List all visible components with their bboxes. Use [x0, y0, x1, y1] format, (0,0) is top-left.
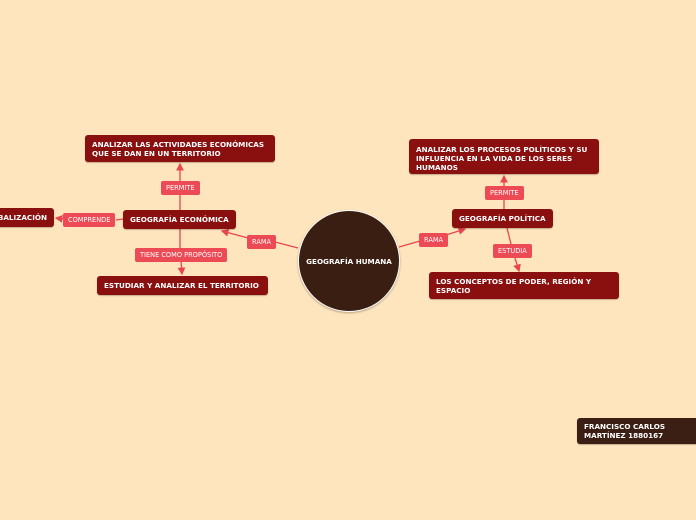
- connector-estudia[interactable]: ESTUDIA: [493, 244, 532, 258]
- node-analizar-actividades-economicas[interactable]: ANALIZAR LAS ACTIVIDADES ECONÓMICAS QUE …: [85, 135, 275, 162]
- node-geografia-economica[interactable]: GEOGRAFÍA ECONÓMICA: [123, 210, 236, 229]
- node-analizar-actividades-economicas-label: ANALIZAR LAS ACTIVIDADES ECONÓMICAS QUE …: [92, 140, 265, 158]
- central-topic[interactable]: GEOGRAFÍA HUMANA: [298, 210, 400, 312]
- node-estudiar-analizar-territorio[interactable]: ESTUDIAR Y ANALIZAR EL TERRITORIO: [97, 276, 268, 295]
- author-topic[interactable]: FRANCISCO CARLOS MARTÍNEZ 1880167: [577, 418, 696, 444]
- node-conceptos-poder-region-espacio[interactable]: LOS CONCEPTOS DE PODER, REGIÓN Y ESPACIO: [429, 272, 619, 299]
- author-topic-label: FRANCISCO CARLOS MARTÍNEZ 1880167: [584, 422, 666, 440]
- connector-tiene-como-proposito[interactable]: TIENE COMO PROPÓSITO: [135, 248, 228, 262]
- connector-permite-left[interactable]: PERMITE: [161, 181, 200, 195]
- node-conceptos-poder-region-espacio-label: LOS CONCEPTOS DE PODER, REGIÓN Y ESPACIO: [436, 277, 592, 295]
- node-globalizacion-label: GLOBALIZACIÓN: [0, 213, 47, 222]
- node-analizar-procesos-politicos[interactable]: ANALIZAR LOS PROCESOS POLÍTICOS Y SU INF…: [409, 139, 599, 174]
- connector-rama-right[interactable]: RAMA: [419, 233, 449, 247]
- node-analizar-procesos-politicos-label: ANALIZAR LOS PROCESOS POLÍTICOS Y SU INF…: [416, 145, 588, 172]
- node-geografia-politica-label: GEOGRAFÍA POLÍTICA: [459, 214, 546, 223]
- node-geografia-economica-label: GEOGRAFÍA ECONÓMICA: [130, 215, 229, 224]
- connector-rama-left[interactable]: RAMA: [247, 235, 277, 249]
- node-estudiar-analizar-territorio-label: ESTUDIAR Y ANALIZAR EL TERRITORIO: [104, 281, 259, 290]
- central-topic-label: GEOGRAFÍA HUMANA: [306, 256, 392, 266]
- connector-permite-right[interactable]: PERMITE: [485, 186, 524, 200]
- connector-comprende[interactable]: COMPRENDE: [63, 213, 116, 227]
- node-globalizacion[interactable]: GLOBALIZACIÓN: [0, 208, 54, 227]
- node-geografia-politica[interactable]: GEOGRAFÍA POLÍTICA: [452, 209, 553, 228]
